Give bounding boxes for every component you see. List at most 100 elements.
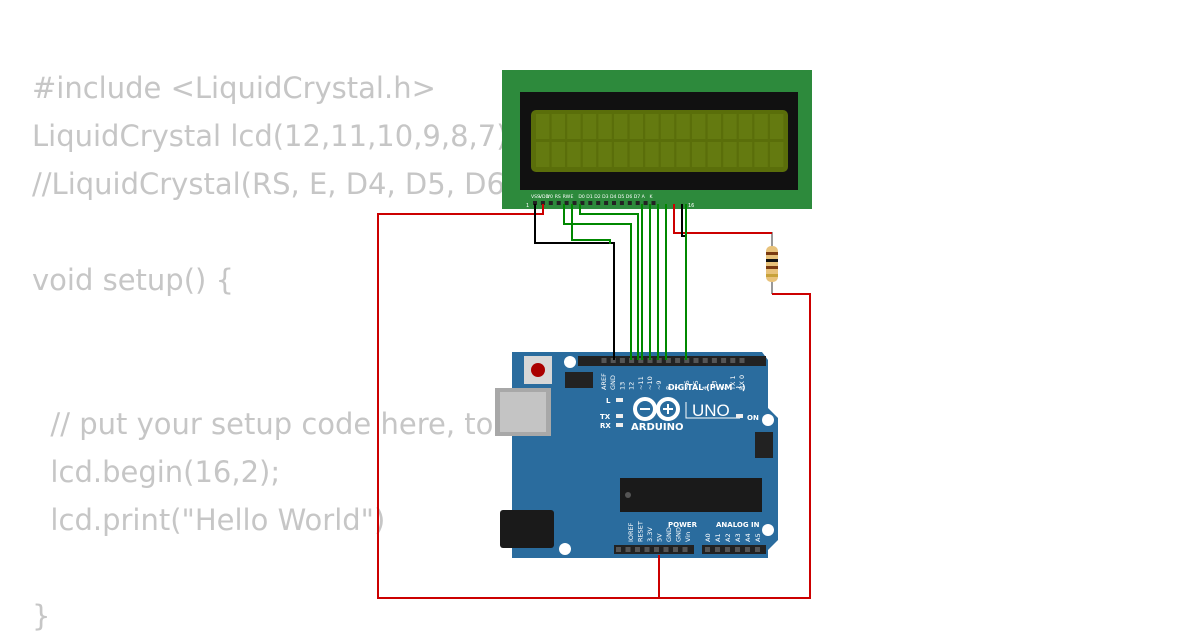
digital-pin[interactable] xyxy=(693,358,699,363)
digital-pin-label: ~5 xyxy=(692,380,700,390)
analog-pin[interactable] xyxy=(735,547,740,552)
digital-pin[interactable] xyxy=(665,358,671,363)
code-line: #include <LiquidCrystal.h> xyxy=(32,71,436,105)
digital-pin[interactable] xyxy=(684,358,690,363)
power-pin[interactable] xyxy=(673,547,678,552)
digital-pin[interactable] xyxy=(702,358,708,363)
lcd-pin-label: RS xyxy=(555,194,561,200)
analog-pin[interactable] xyxy=(725,547,730,552)
signal-wire-rs[interactable] xyxy=(563,204,632,360)
lcd-pin[interactable] xyxy=(564,201,569,205)
digital-pin[interactable] xyxy=(721,358,727,363)
lcd-pin[interactable] xyxy=(612,201,616,205)
lcd-pin[interactable] xyxy=(651,201,656,205)
code-line: } xyxy=(32,599,51,633)
digital-pin[interactable] xyxy=(610,358,616,363)
digital-pin[interactable] xyxy=(629,358,635,363)
lcd-pin[interactable] xyxy=(533,201,537,205)
digital-pin-label: RX 0 xyxy=(738,375,746,390)
lcd-pin[interactable] xyxy=(540,201,545,205)
lcd-pin-label: D2 xyxy=(594,194,601,200)
mounting-hole xyxy=(559,543,571,555)
lcd-char-cell xyxy=(754,142,768,167)
lcd-char-cell xyxy=(567,114,581,139)
digital-pin-label: 2 xyxy=(720,386,728,390)
power-wire[interactable] xyxy=(673,204,772,234)
lcd-char-cell xyxy=(723,142,737,167)
digital-pin[interactable] xyxy=(730,358,736,363)
digital-pin[interactable] xyxy=(675,358,681,363)
analog-label: ANALOG IN xyxy=(716,521,760,529)
lcd-pin[interactable] xyxy=(580,201,585,205)
power-pin[interactable] xyxy=(635,547,640,552)
lcd-pin[interactable] xyxy=(627,201,632,205)
digital-pin[interactable] xyxy=(647,358,653,363)
arduino-brand: ARDUINO xyxy=(631,422,683,433)
lcd-char-cell xyxy=(754,114,768,139)
power-pin[interactable] xyxy=(654,547,659,552)
analog-pin[interactable] xyxy=(755,547,760,552)
power-pin-label: GND xyxy=(675,527,683,542)
power-pin[interactable] xyxy=(682,547,688,552)
digital-pin[interactable] xyxy=(601,358,607,363)
lcd-pin-label: D5 xyxy=(618,194,625,200)
lcd-pin-label: D3 xyxy=(602,194,609,200)
lcd-char-cell xyxy=(723,114,737,139)
lcd-pin[interactable] xyxy=(548,201,553,205)
analog-pin-label: A2 xyxy=(724,533,732,542)
icsp-header xyxy=(565,372,773,458)
lcd-pin[interactable] xyxy=(643,201,648,205)
resistor[interactable] xyxy=(766,232,778,294)
signal-wire-rw[interactable] xyxy=(571,204,611,244)
power-pin[interactable] xyxy=(625,547,631,552)
power-pin[interactable] xyxy=(644,547,650,552)
signal-wire-e[interactable] xyxy=(579,204,639,360)
lcd-char-cell xyxy=(692,142,706,167)
digital-pin[interactable] xyxy=(638,358,644,363)
digital-pin[interactable] xyxy=(656,358,662,363)
analog-pin[interactable] xyxy=(705,547,710,552)
lcd-pin[interactable] xyxy=(604,201,609,205)
lcd-char-cell xyxy=(598,142,612,167)
digital-pin-label: ~11 xyxy=(637,376,645,390)
power-pin[interactable] xyxy=(663,547,669,552)
digital-pin-label: ~6 xyxy=(683,380,691,390)
power-pin-label: IOREF xyxy=(627,522,635,542)
reset-button-cap xyxy=(531,363,545,377)
lcd-pin-label: A xyxy=(642,194,646,200)
lcd-pin[interactable] xyxy=(572,201,577,205)
digital-pin-label: ~3 xyxy=(710,380,718,390)
lcd-pin-label: D4 xyxy=(610,194,617,200)
lcd-char-cell xyxy=(536,142,550,167)
ground-wire[interactable] xyxy=(534,204,615,360)
digital-pin-label: 8 xyxy=(664,386,672,390)
lcd-pin[interactable] xyxy=(596,201,601,205)
lcd-char-cell xyxy=(567,142,581,167)
lcd-char-cell xyxy=(614,142,628,167)
lcd-pin[interactable] xyxy=(588,201,593,205)
digital-pin[interactable] xyxy=(619,358,625,363)
lcd-pin-last: 16 xyxy=(688,203,694,209)
digital-pin[interactable] xyxy=(711,358,717,363)
lcd-pin[interactable] xyxy=(635,201,640,205)
analog-pin[interactable] xyxy=(745,547,750,552)
analog-pin-label: A1 xyxy=(714,533,722,542)
code-line: void setup() { xyxy=(32,263,234,297)
power-wire[interactable] xyxy=(377,204,811,599)
l-label: L xyxy=(606,397,611,405)
digital-pin-label: AREF xyxy=(600,373,608,390)
digital-pin[interactable] xyxy=(739,358,745,363)
ground-wire[interactable] xyxy=(681,204,686,237)
lcd-pin[interactable] xyxy=(556,201,561,205)
code-line: LiquidCrystal lcd(12,11,10,9,8,7); xyxy=(32,119,518,153)
analog-pin[interactable] xyxy=(715,547,720,552)
lcd-pin[interactable] xyxy=(619,201,624,205)
lcd-char-cell xyxy=(551,114,565,139)
arduino-model: UNO xyxy=(692,401,730,420)
power-jack xyxy=(500,510,554,548)
power-pin[interactable] xyxy=(616,547,621,552)
